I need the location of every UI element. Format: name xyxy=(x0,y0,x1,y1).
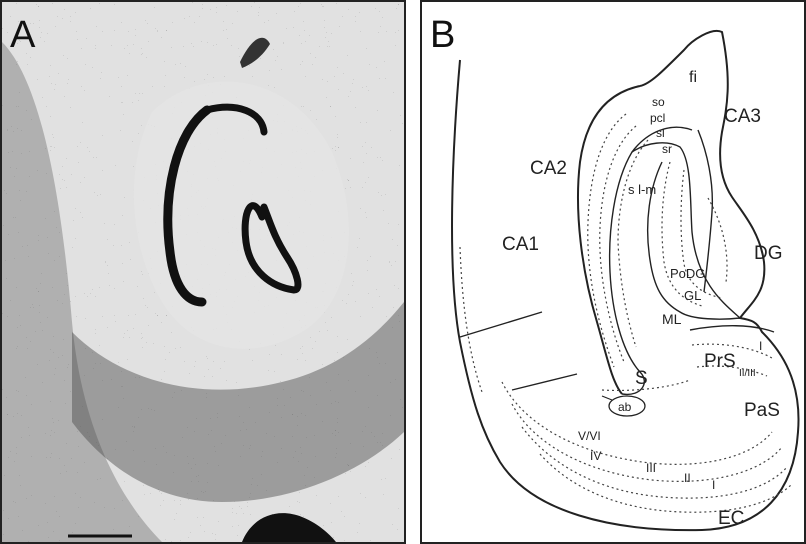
label-iv: IV xyxy=(590,449,601,463)
label-s: S xyxy=(635,368,648,389)
ab-pointer xyxy=(602,396,612,400)
label-sr: sr xyxy=(662,142,672,156)
label-prs-layers: II/III xyxy=(739,368,756,379)
label-layer-i-prs: I xyxy=(759,339,762,353)
dotted-layer-boundaries xyxy=(460,114,792,512)
label-pas: PaS xyxy=(744,400,780,421)
label-dg: DG xyxy=(754,243,783,264)
label-so: so xyxy=(652,95,665,109)
label-ca2: CA2 xyxy=(530,158,567,179)
label-prs: PrS xyxy=(704,351,736,372)
label-layer-i-ec: I xyxy=(712,478,715,492)
label-ml: ML xyxy=(662,311,682,327)
hippocampus-section-image xyxy=(2,2,404,542)
panel-a-letter: A xyxy=(10,16,35,54)
label-fi: fi xyxy=(689,69,697,86)
label-gl: GL xyxy=(684,288,701,303)
label-ab: ab xyxy=(618,400,632,414)
label-ca3: CA3 xyxy=(724,106,761,127)
label-sl: sl xyxy=(656,126,665,140)
label-ca1: CA1 xyxy=(502,234,539,255)
label-ec: EC xyxy=(718,508,744,529)
hippocampus-diagram: fi CA3 CA2 CA1 DG so pcl sl sr s l-m PoD… xyxy=(422,2,804,542)
label-ii: II xyxy=(684,471,691,485)
panel-a-micrograph: A xyxy=(0,0,406,544)
label-slm: s l-m xyxy=(628,182,656,197)
panel-b-schematic: B xyxy=(420,0,806,544)
label-iii: III xyxy=(646,461,656,475)
label-podg: PoDG xyxy=(670,266,705,281)
label-pcl: pcl xyxy=(650,111,665,125)
label-vvi: V/VI xyxy=(578,429,601,443)
